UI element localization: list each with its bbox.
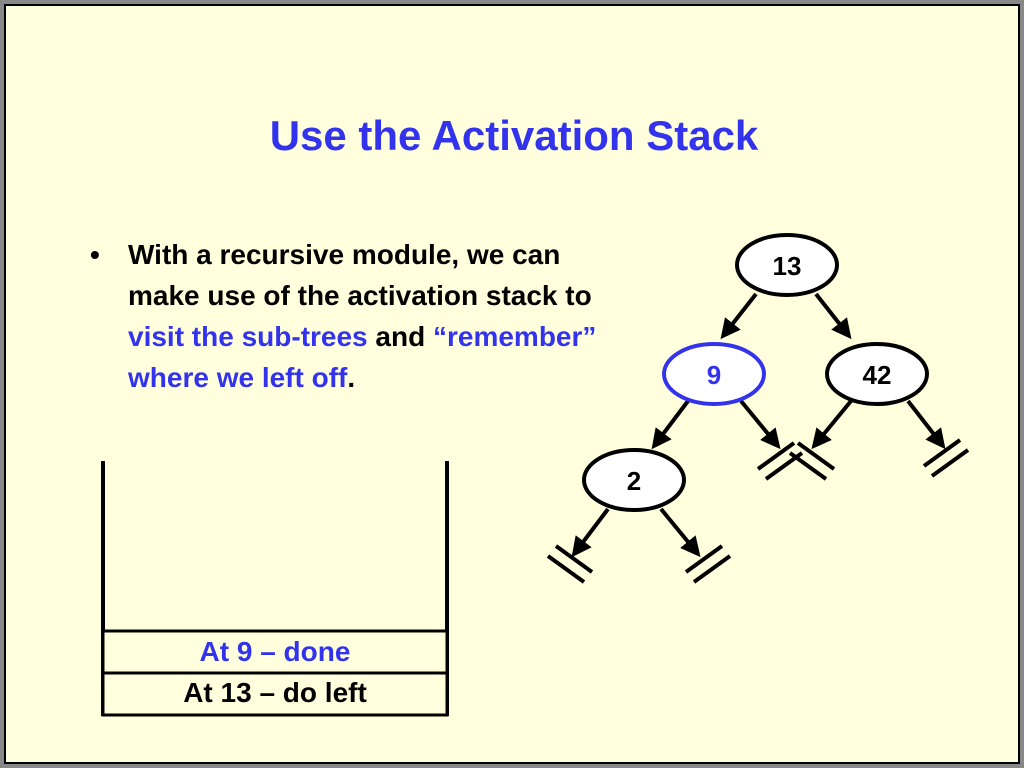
edge-9-to-2 xyxy=(651,399,690,450)
null-marker-42-right xyxy=(922,438,970,478)
bullet-marker: • xyxy=(90,239,100,270)
slide-title: Use the Activation Stack xyxy=(269,112,759,159)
null-marker-2-right xyxy=(684,544,732,584)
slide-canvas: Use the Activation Stack • With a recurs… xyxy=(4,4,1020,764)
bullet-highlight-remember: “remember” where we left off xyxy=(128,321,597,393)
edge-42-to-null-left xyxy=(811,399,853,450)
stack-frame-top xyxy=(101,629,449,675)
edge-42-to-null-right xyxy=(906,399,946,450)
tree-node-9: 9 xyxy=(662,342,766,406)
null-marker-2-left xyxy=(546,544,594,584)
tree-node-13: 13 xyxy=(735,233,839,297)
bullet-highlight-visit-subtrees: visit the sub-trees xyxy=(128,321,368,352)
stack-frame-bottom xyxy=(101,671,449,717)
null-marker-9-right xyxy=(756,441,804,481)
bullet-segment-1: With a recursive module, we can make use… xyxy=(128,239,592,311)
binary-tree: 13 9 42 2 xyxy=(546,233,970,584)
edge-2-to-null-right xyxy=(659,507,701,558)
null-marker-42-left xyxy=(788,441,836,481)
stack-frame-bottom-label: At 13 – do left xyxy=(183,677,367,708)
node-label-13: 13 xyxy=(773,251,802,281)
bullet-segment-3: and xyxy=(367,321,433,352)
tree-node-42: 42 xyxy=(825,342,929,406)
edge-9-to-null xyxy=(739,399,781,450)
stack-frame-top-label: At 9 – done xyxy=(199,636,351,667)
bullet-segment-5: . xyxy=(347,362,356,393)
node-label-2: 2 xyxy=(627,466,641,496)
tree-node-2: 2 xyxy=(582,448,686,512)
node-label-9: 9 xyxy=(707,360,721,390)
node-label-42: 42 xyxy=(863,360,892,390)
edge-13-to-42 xyxy=(814,292,852,340)
activation-stack xyxy=(101,461,449,717)
bullet-text: With a recursive module, we can make use… xyxy=(128,234,598,398)
edge-2-to-null-left xyxy=(571,507,610,558)
edge-13-to-9 xyxy=(720,292,758,340)
